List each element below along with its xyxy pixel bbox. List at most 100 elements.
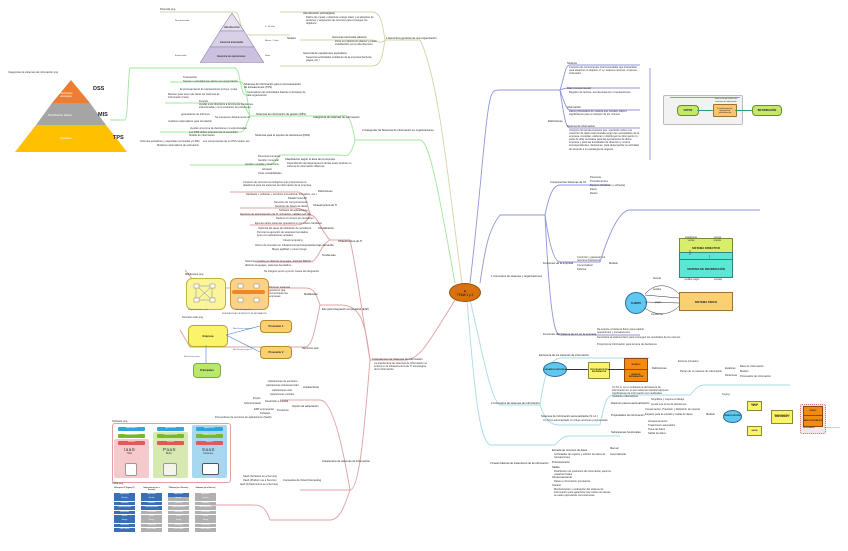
node-middleware[interactable]: Middleware: [304, 293, 318, 296]
node-categorias-si[interactable]: Categorías de sistemas de información: [313, 116, 360, 119]
pyramid-tps-text: Operativo: [60, 137, 72, 140]
node-procesamiento[interactable]: Procesamiento: [552, 461, 570, 464]
pyramid-note-right-1: Meses - 2 años: [265, 40, 279, 42]
node-salida[interactable]: Salida: [552, 466, 560, 469]
branch-infrastructure[interactable]: 3 Arquitectura de Sistemas de Informació…: [372, 358, 423, 361]
dato-desc: Registro de hechos, acontecimientos o tr…: [569, 91, 631, 94]
label-estadisticas: estadísticas ventas: [684, 237, 698, 243]
node-modelo-empresa[interactable]: Modelo: [609, 262, 618, 265]
cloud-table-cell: Applications: [141, 493, 162, 497]
node-almacenamiento[interactable]: Almacenamiento: [552, 476, 573, 479]
node-funciones-si[interactable]: Funciones del Sistema de Inf. en la empr…: [543, 333, 597, 336]
mis-item-2: Se componen básicamente de:: [215, 116, 251, 119]
node-arquitecturas[interactable]: Arquitecturas: [303, 386, 319, 389]
node-subsistemas[interactable]: Subsistemas funcionales: [611, 431, 641, 434]
node-funciones-empresa[interactable]: Funciones de la empresa: [543, 262, 574, 265]
node-entrada[interactable]: Entrada de recursos de datos: [552, 449, 588, 452]
node-virtualizacion[interactable]: Virtualización: [318, 227, 334, 230]
link-compras-2: Web Service compras 2: [233, 349, 253, 351]
node-control[interactable]: Control: [552, 484, 561, 487]
comp-si-item-2: Equipos (hardware y software): [590, 184, 626, 187]
node-estructura-si[interactable]: Estructura de los sistemas de informació…: [539, 354, 589, 357]
link-compras-1: Web Service compras 1: [233, 328, 253, 330]
node-componentes-si[interactable]: Componentes Sistemas de Inf.: [550, 181, 587, 184]
node-servicios-web[interactable]: Servicios web: [302, 347, 319, 350]
diagram-proveedor-2: Proveedor 2: [260, 346, 292, 359]
def2-item-6: Procesador de información: [740, 375, 771, 378]
node-definiciones-ti[interactable]: Definiciones: [318, 190, 333, 193]
cloud-table-cell: Operating Systems: [195, 506, 216, 510]
node-definiciones[interactable]: Definiciones: [548, 120, 563, 123]
paas-layer-mw: Middleware/OS: [157, 434, 184, 438]
area-item-2: Gestión contable y financiera: [245, 163, 279, 166]
comp-dem-item-0: Cloud computing: [283, 239, 303, 242]
node-dss[interactable]: Sistemas para el soporte de decisiones (…: [255, 134, 310, 137]
tag-mis: MIS: [98, 112, 108, 118]
systems-arrows: [644, 250, 710, 314]
arq-item-2: Aplicaciones web: [272, 389, 293, 392]
node-modelo-sia[interactable]: Modelo: [706, 413, 715, 416]
branch-structure[interactable]: 1 Estructura genérica de una organizació…: [386, 37, 437, 40]
node-adquisicion[interactable]: Opción de adquisición: [292, 405, 319, 408]
node-propiedades[interactable]: Propiedades de información: [611, 414, 645, 417]
box-sistema-informacion-main: SISTEMA DE INFORMACIÓN: [679, 259, 733, 278]
pyramid-label-operaciones: Gerencia de operaciones: [217, 55, 246, 58]
root-node[interactable]: ⊞ TEMA 1 y 2: [449, 283, 481, 302]
branch-categories[interactable]: 2 Categorías de Sistemas de información …: [362, 129, 434, 132]
node-tps[interactable]: Sistemas de información para el procesam…: [244, 83, 301, 90]
node-sistema-informacion[interactable]: Sistema de información: [567, 125, 596, 128]
def2-item-1: Partes de un sistema de información: [680, 370, 723, 373]
node-arquitectura-si[interactable]: Arquitectura de sistemas de información: [322, 460, 370, 463]
diagram-empresa: Empresa: [188, 325, 228, 347]
node-computacion-demanda[interactable]: Computación bajo demanda: [300, 244, 334, 247]
node-cloud-computing[interactable]: Conceptos de Cloud Computing: [283, 479, 322, 482]
cloud-table-cell: Operating Systems: [141, 506, 162, 510]
razones-item-1: Ayuda a la toma de decisiones: [651, 403, 687, 406]
alta-direccion-desc: Define las metas u objetivos a largo pla…: [306, 16, 374, 26]
pyramid-label-intermedia: Gerencia intermedia: [220, 41, 243, 44]
node-gerencia-intermedia[interactable]: Gerencia intermedia (táctica): [332, 36, 367, 39]
mis-item-0: Función: [199, 100, 209, 103]
node-mis[interactable]: Sistemas de información de gestión (MIS): [256, 113, 306, 116]
node-dato[interactable]: Dato (conocimiento): [567, 87, 592, 90]
cloud-table-header: Enterprise IT (legacy IT): [114, 487, 135, 489]
model-salida: SALIDA: [747, 426, 762, 436]
node-areas[interactable]: Clasificación según el área de la empres…: [285, 158, 335, 161]
branch-process[interactable]: 3 Fases básicas de tratamiento de la inf…: [490, 462, 549, 465]
model-note: Generado por sistema: [824, 428, 840, 429]
node-sistema[interactable]: Sistema: [567, 62, 577, 65]
pyramid-tps: [15, 125, 127, 152]
label-pedidos: pedidos: [653, 289, 662, 291]
node-razones[interactable]: Razones para la automatización: [611, 402, 650, 405]
comp-dem-item-2: Mayor agilidad y menor riesgo: [272, 248, 307, 251]
branch-concepts[interactable]: 1 Conceptos de sistemas y organizaciones: [491, 275, 543, 278]
model-transformacion: TRANSFORMACIÓN Y ALMACENAMIENTO: [771, 410, 793, 424]
node-infraestructura-ti[interactable]: Infraestructura de TI: [338, 240, 363, 243]
node-componentes-ti[interactable]: Infraestructura de TI: [313, 204, 338, 207]
node-gerencia-operaciones[interactable]: Gerencia de operaciones (operativa): [303, 52, 347, 55]
node-informacion[interactable]: Información: [567, 106, 582, 109]
mis-item-1: Ayudar a los directivos a la toma de dec…: [199, 103, 254, 110]
node-alta-direccion[interactable]: Alta dirección (estratégica): [303, 12, 335, 15]
tag-tps: TPS: [113, 135, 124, 141]
node-tendencias[interactable]: Tendencias: [322, 254, 336, 257]
subsistemas-item-3: Salida de datos: [648, 432, 666, 435]
cloud-table-cell: Data Centers: [141, 528, 162, 532]
def2-item-5: Modelo: [740, 370, 749, 373]
cloud-table-cell: Applications: [114, 493, 135, 497]
cloud-table-cell: Storage: [168, 519, 189, 523]
node-sia[interactable]: Sistemas de información automatizados (S…: [541, 415, 598, 418]
node-definiciones-2[interactable]: Definiciones: [652, 367, 667, 370]
diagram-proveedor-1: Proveedor 1: [260, 320, 292, 333]
image-label-services: Servicios web.png: [182, 316, 204, 319]
area-item-4: Otras contabilidades: [258, 172, 282, 175]
diagram-principales: Principales: [193, 363, 221, 378]
dss-item-2: Los componentes de un DSS suelen ser:: [203, 140, 251, 143]
image-label-si: SI.png: [722, 393, 730, 396]
pyramid-level-bottom: [199, 46, 265, 63]
node-eai[interactable]: EAI para integración empresarial (EAP): [322, 308, 370, 311]
node-niveles[interactable]: Niveles: [287, 37, 296, 40]
label-facturas: facturas: [653, 278, 662, 280]
func-si-item-0: Da soporte al sistema físico para realiz…: [597, 328, 644, 335]
branch-concepts2[interactable]: 2 Conceptos de sistemas de información: [491, 402, 540, 405]
